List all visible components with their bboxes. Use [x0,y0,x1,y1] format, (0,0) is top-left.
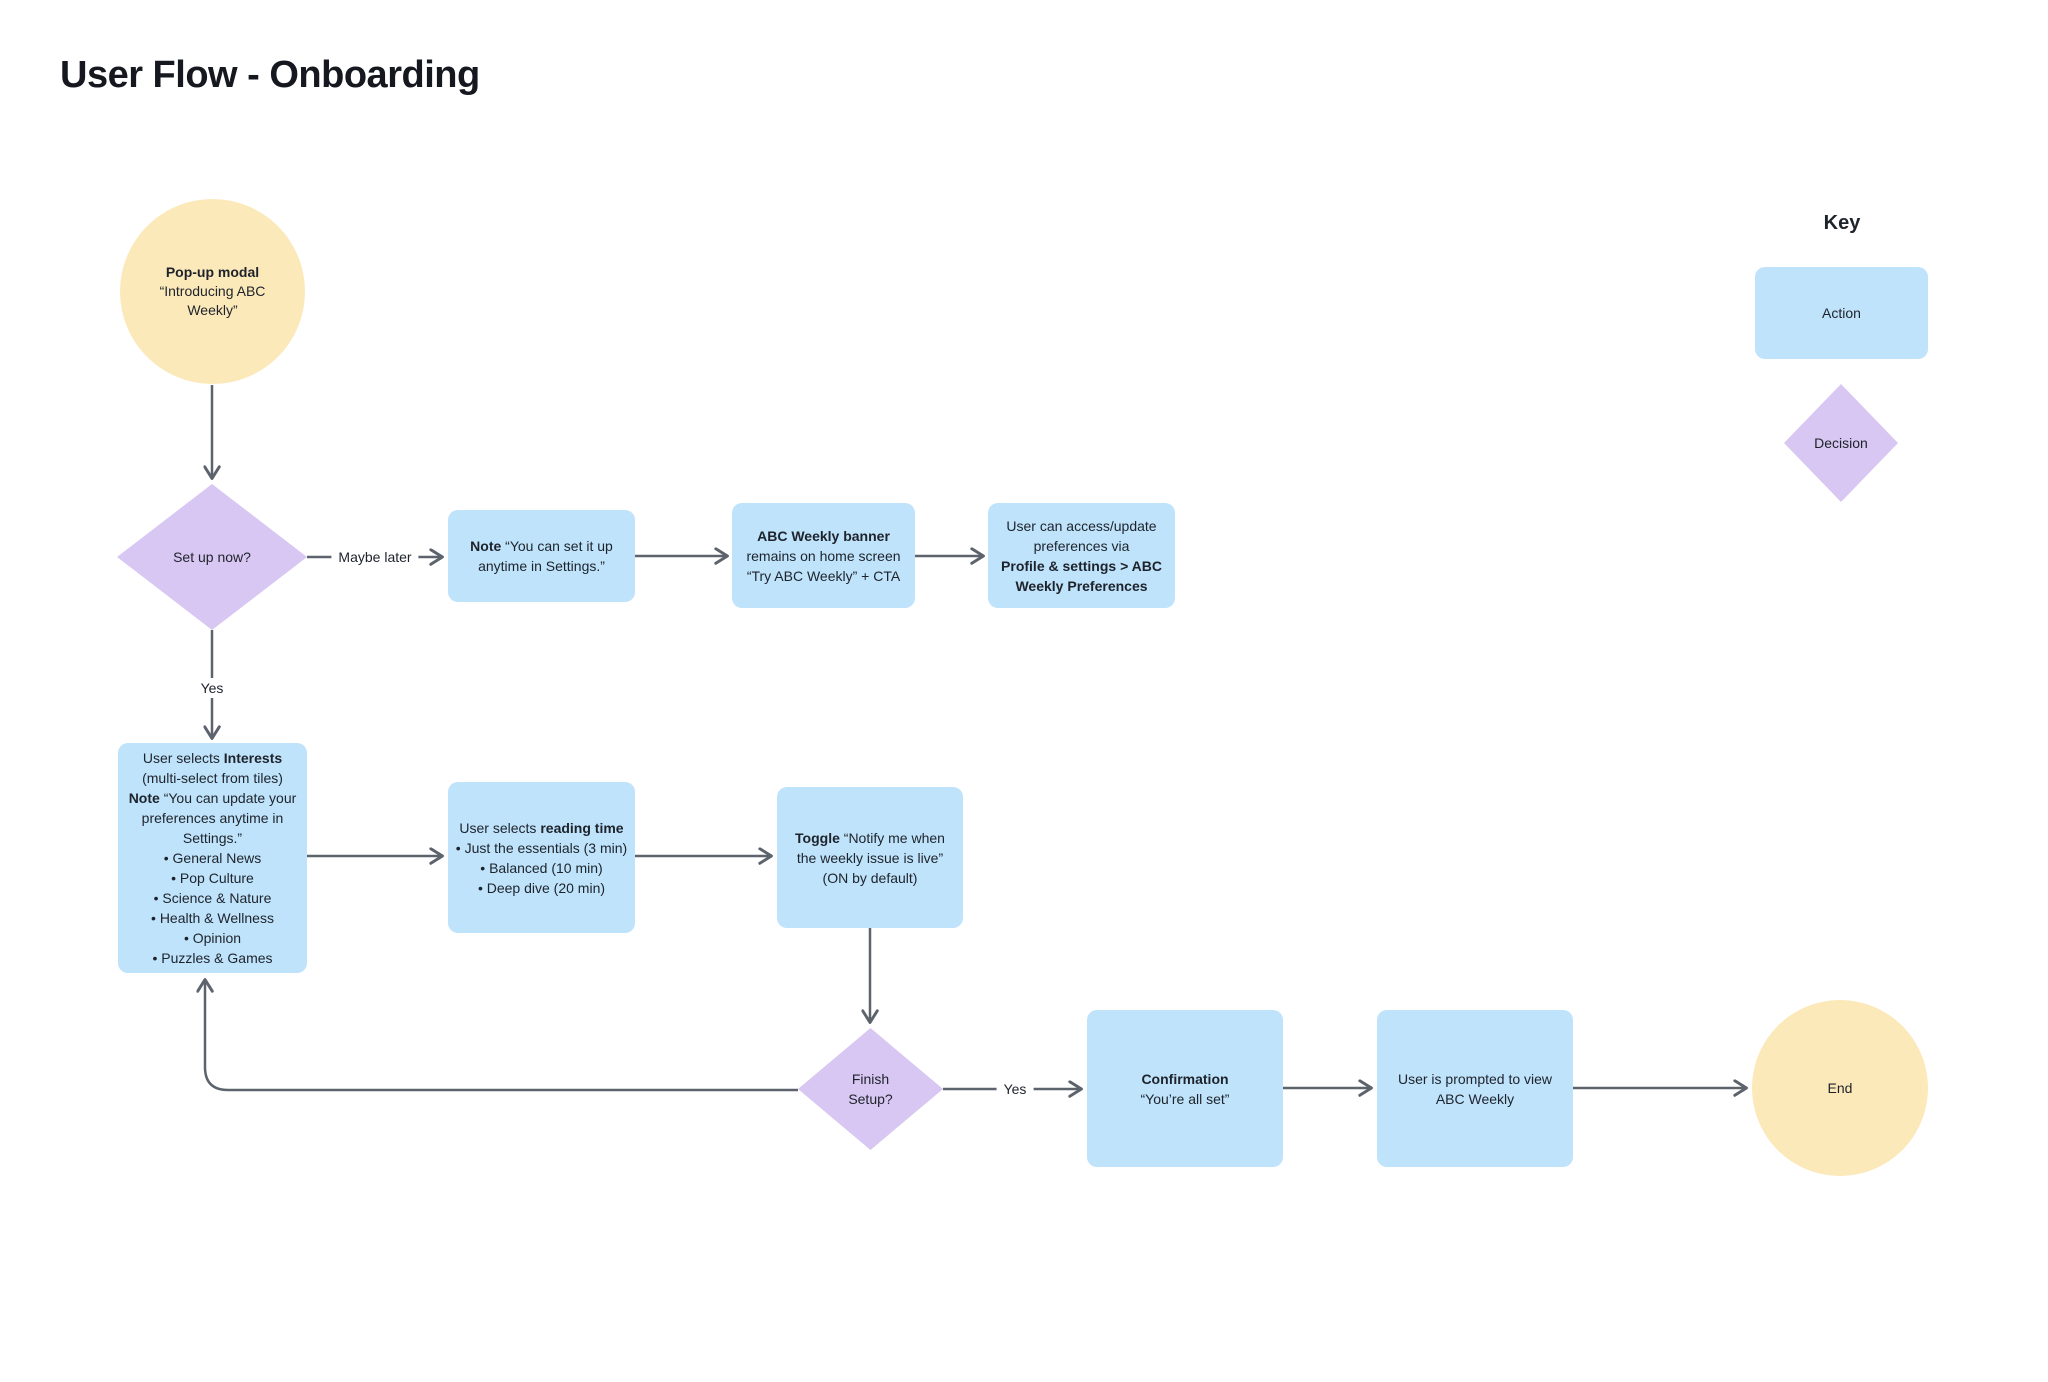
node-select-interests[interactable]: User selects Interests(multi-select from… [118,743,307,973]
key-action-label: Action [1822,305,1861,321]
node-reading-time[interactable]: User selects reading time• Just the esse… [448,782,635,933]
edge-label-yes-setup: Yes [193,678,231,698]
edge-label-maybe-later: Maybe later [331,547,419,567]
end-node[interactable]: End [1752,1000,1928,1176]
edge-label-yes-finish: Yes [996,1079,1034,1099]
node-confirmation[interactable]: Confirmation“You’re all set” [1087,1010,1283,1167]
key-decision-label: Decision [1814,435,1868,451]
page-title: User Flow - Onboarding [60,54,480,96]
key-action-swatch[interactable]: Action [1755,267,1928,359]
connector-loop-back-to-interests [196,978,798,1092]
key-heading: Key [1823,212,1861,234]
